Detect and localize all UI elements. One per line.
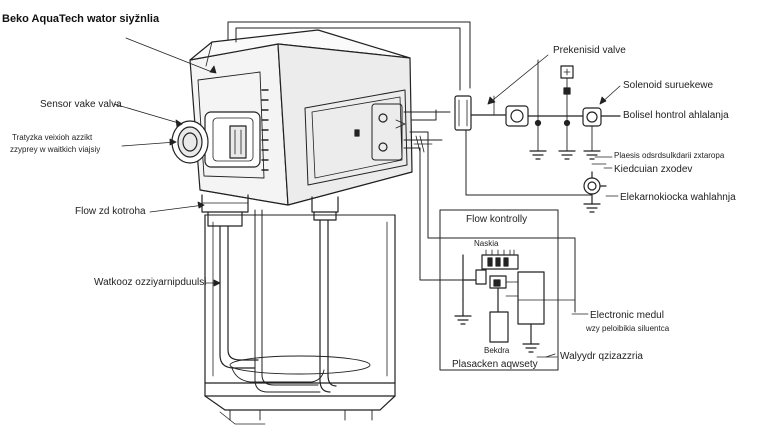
label-sensor-valve: Sensor vake valva <box>40 99 122 110</box>
label-kiedcuian: Kiedcuian zxodev <box>614 164 693 175</box>
leader-lines <box>113 37 621 358</box>
label-prekenisid-valve: Prekenisid valve <box>553 45 626 56</box>
sensor-fitting <box>171 111 261 168</box>
label-detection-b: zzyprey w waitkich viajsiy <box>10 145 101 154</box>
label-walvydr: Walyydr qzizazzria <box>560 351 643 362</box>
pipe-assembly <box>201 194 339 393</box>
label-heating-wires: Watkooz ozziyarnipduulsi <box>94 277 207 288</box>
label-elekarnokiocka: Elekarnokiocka wahlahnja <box>620 192 736 203</box>
label-naskia: Naskia <box>474 239 499 248</box>
label-plaesis: Plaesis odsrdsulkdarii zxtaropa <box>614 151 725 160</box>
label-flow-kontrolly: Flow kontrolly <box>466 214 528 225</box>
elektronika-valve <box>583 163 607 213</box>
label-detection-a: Tratyzka veixioh azzikt <box>12 133 93 142</box>
label-solenoid: Solenoid suruekewe <box>623 80 714 91</box>
control-module <box>439 209 576 371</box>
solenoid-valve-block <box>454 59 621 160</box>
label-bekdra: Bekdra <box>484 346 510 355</box>
diagram-title: Beko AquaTech wator siyžnlia <box>2 13 160 25</box>
label-plasacken: Plasacken aqwsety <box>452 359 538 370</box>
label-wzy-pelobikia: wzy peloibikia siluentca <box>586 324 670 333</box>
tank-body <box>204 214 396 425</box>
label-electronic-modul: Electronic medul <box>590 310 664 321</box>
label-flow-control: Flow zd kotroha <box>75 206 146 217</box>
label-bolisel-control: Bolisel hontrol ahlalanja <box>623 110 729 121</box>
